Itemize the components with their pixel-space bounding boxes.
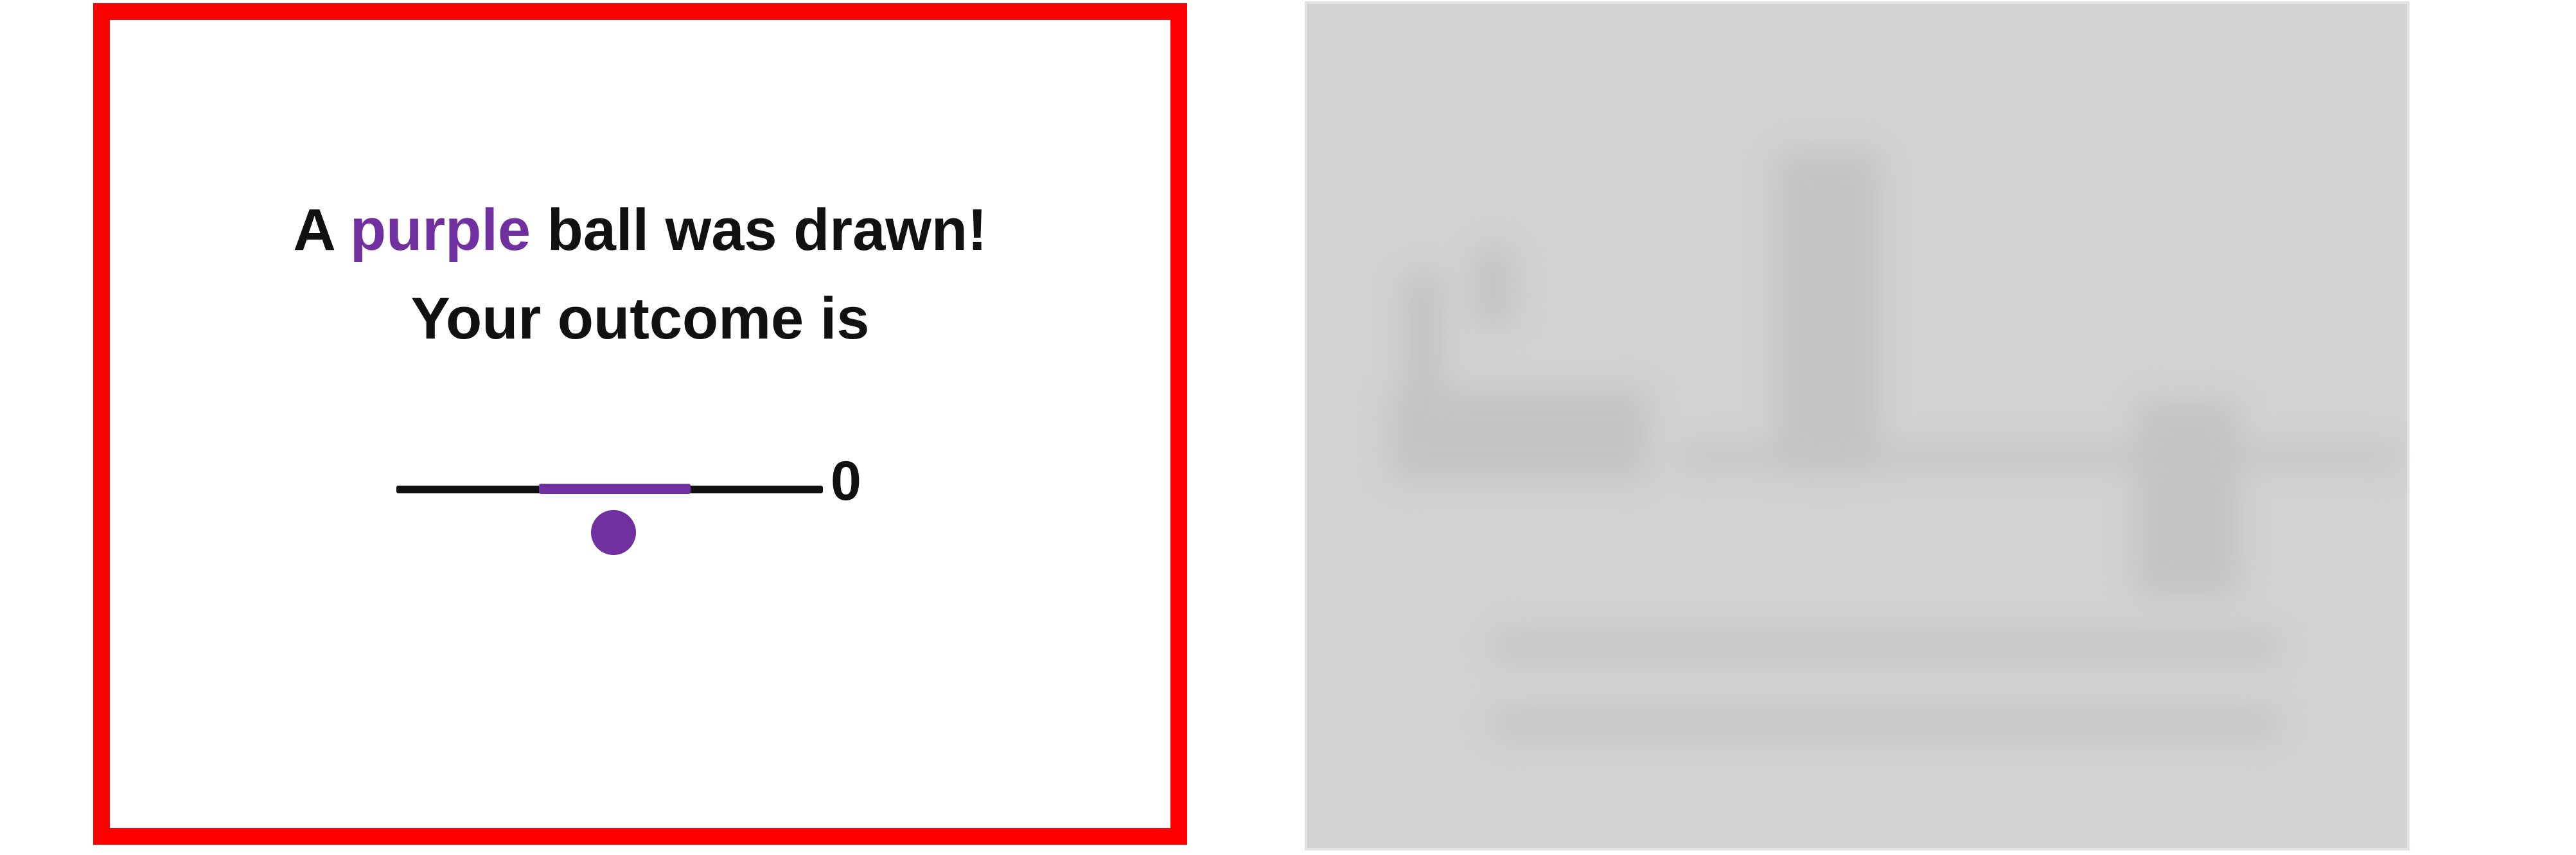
ball-color-word: purple [349,197,531,263]
outcome-value: 0 [831,450,861,512]
selected-option-panel: A purple ball was drawn! Your outcome is… [93,3,1187,845]
headline-prefix: A [293,197,350,263]
blurred-content [1307,4,2407,848]
purple-ball-marker [591,510,636,555]
outcome-scale-purple-segment [539,484,691,494]
headline-suffix: ball was drawn! [531,197,987,263]
obscured-option-panel [1305,1,2410,851]
draw-result-heading: A purple ball was drawn! [110,188,1170,272]
outcome-label: Your outcome is [410,286,870,351]
